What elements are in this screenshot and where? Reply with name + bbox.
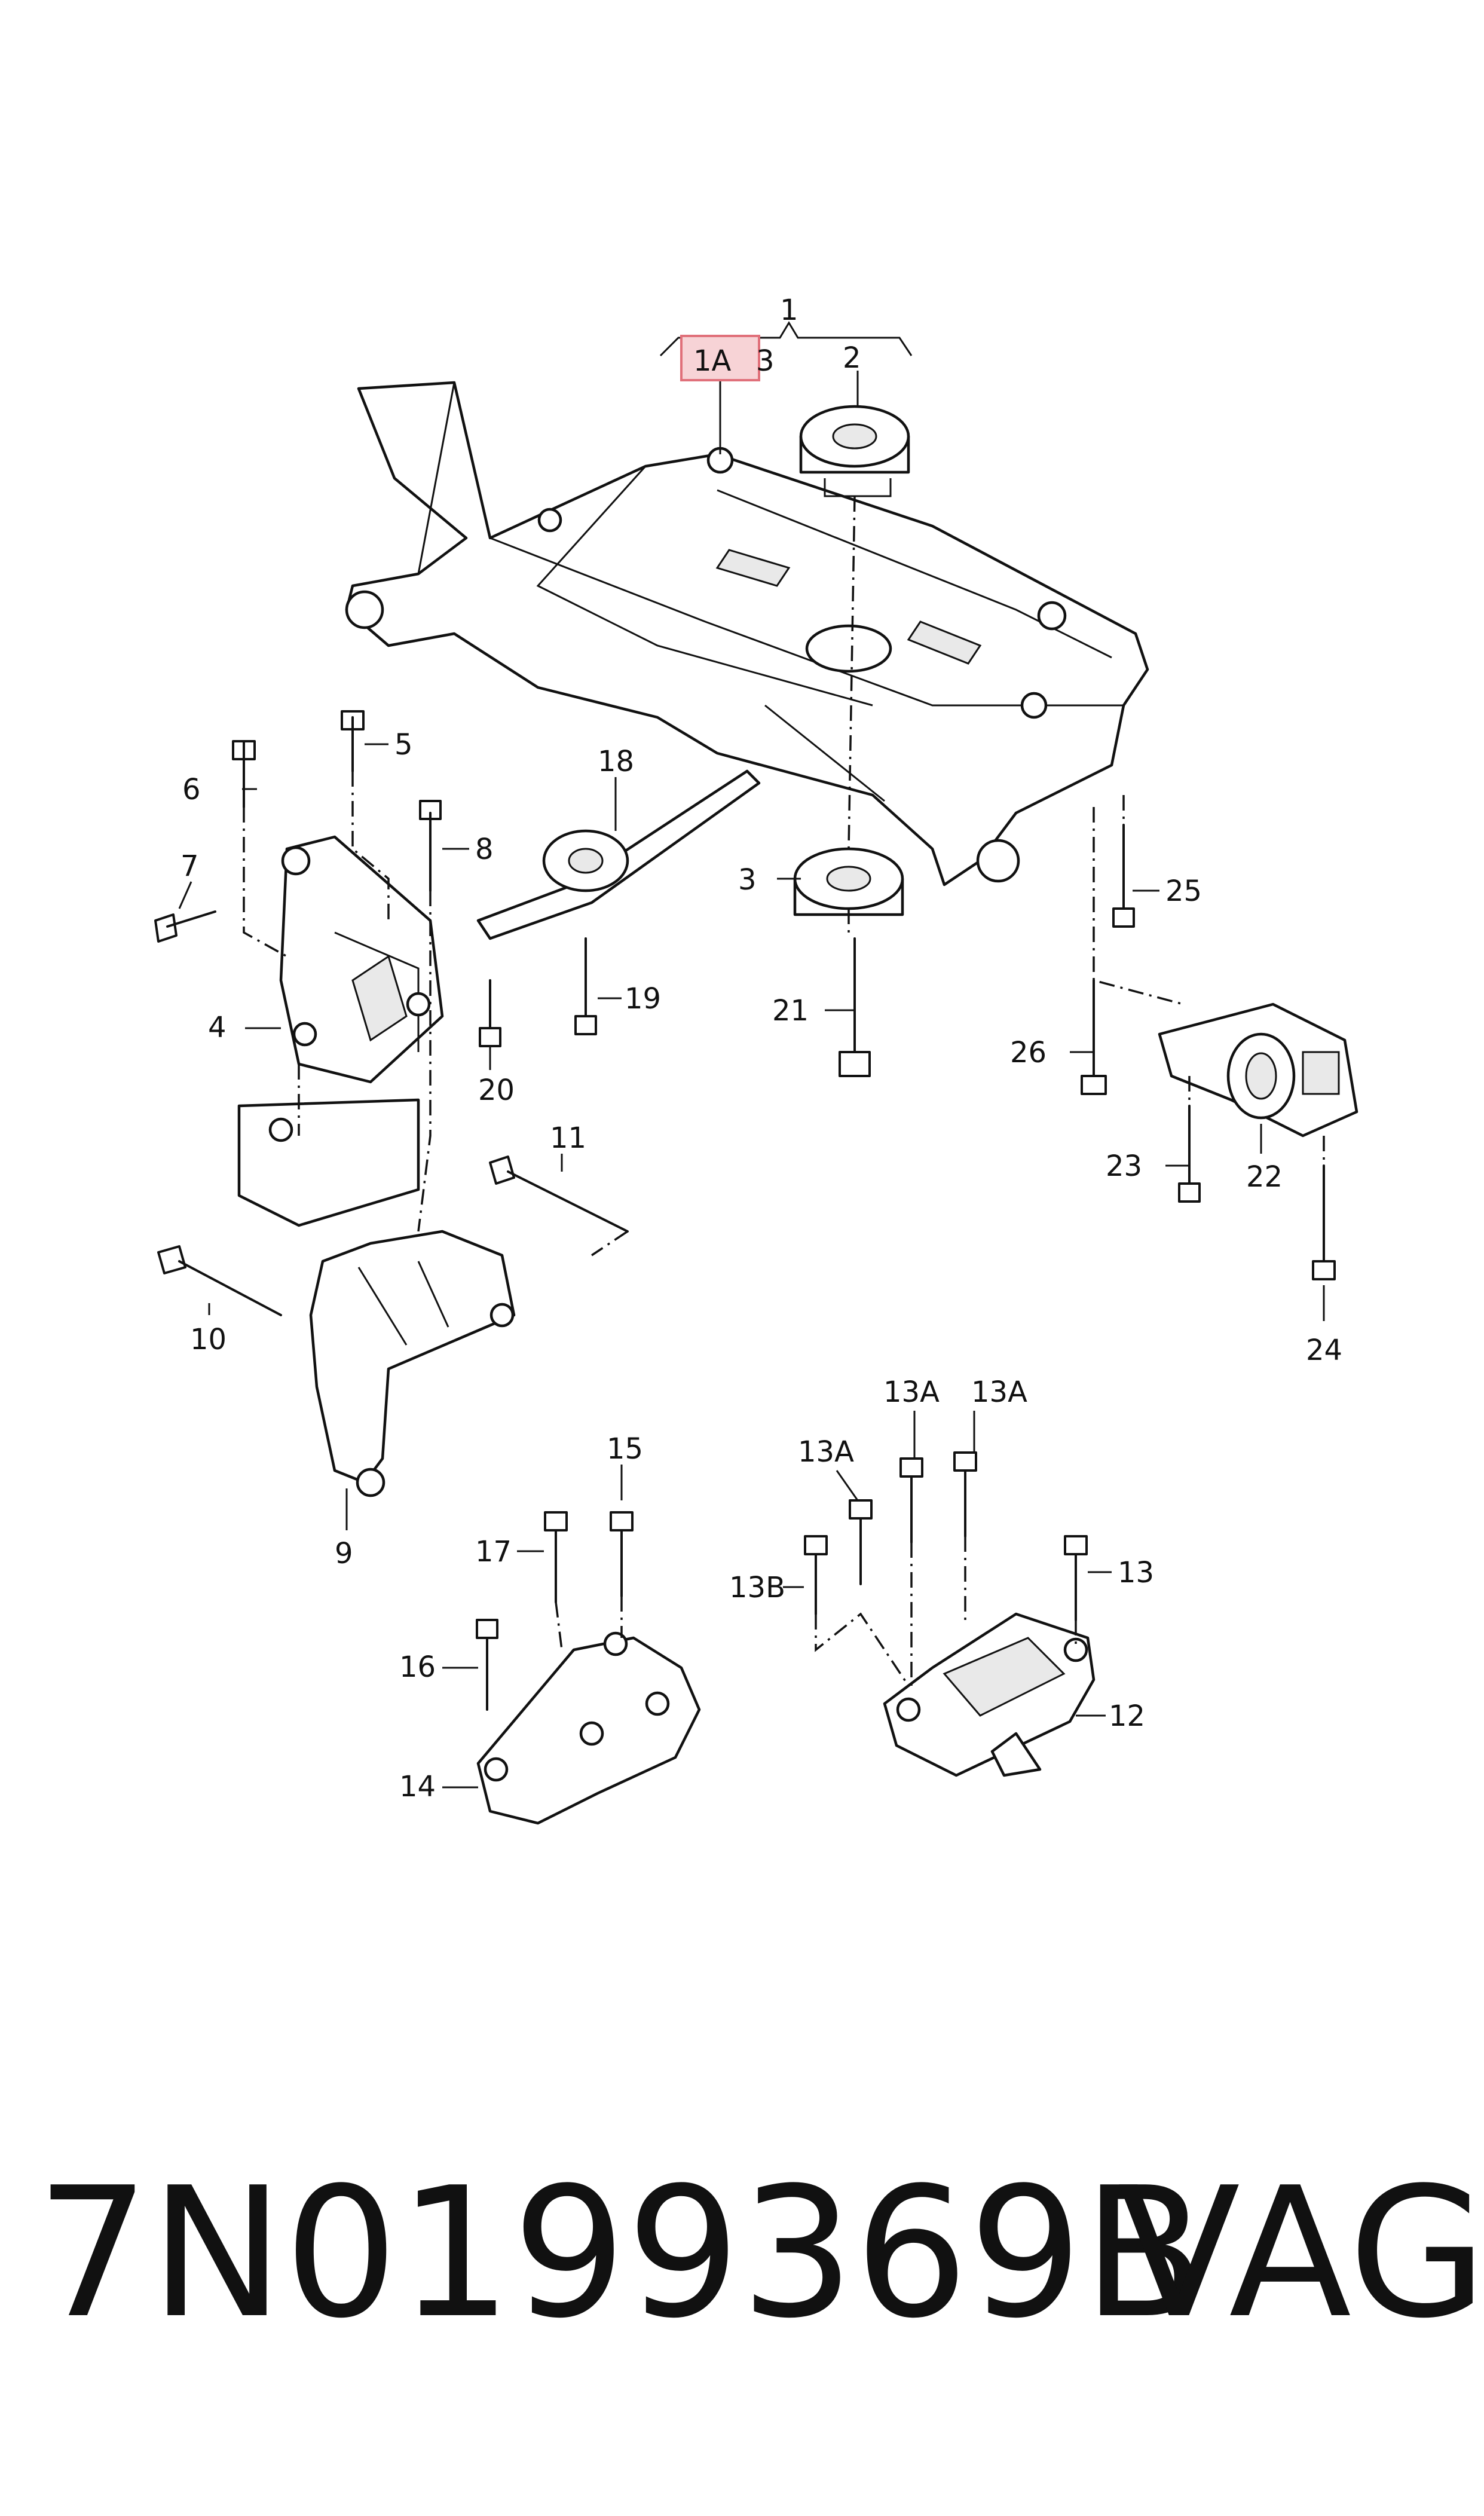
callout-19: 19 <box>625 982 661 1016</box>
callout-6: 6 <box>182 773 201 806</box>
callout-14: 14 <box>399 1770 436 1803</box>
callout-3-top: 3 <box>756 344 775 378</box>
callout-13: 13 <box>1118 1556 1154 1589</box>
callout-5: 5 <box>394 728 413 762</box>
bushing-3 <box>793 847 904 916</box>
callout-12: 12 <box>1109 1699 1145 1733</box>
bolt-13A-c <box>849 1499 873 1585</box>
bolt-13A-a <box>899 1457 923 1543</box>
callout-labels: 1 1A 2 3 3 4 5 6 7 8 9 10 11 12 13 13A 1… <box>180 294 1342 1803</box>
callout-10: 10 <box>190 1323 227 1356</box>
callout-15: 15 <box>607 1432 643 1466</box>
callout-26: 26 <box>1010 1036 1047 1069</box>
bolt-10 <box>157 1245 282 1316</box>
subframe <box>345 381 1149 886</box>
callout-17: 17 <box>475 1535 512 1569</box>
callout-23: 23 <box>1106 1150 1142 1183</box>
callout-7: 7 <box>180 849 199 883</box>
bolt-15 <box>610 1511 634 1597</box>
gearbox-mount-12 <box>883 1612 1096 1777</box>
torque-rod-18 <box>476 769 761 940</box>
bolt-21 <box>839 937 871 1077</box>
gearbox-mount-14 <box>476 1631 701 1825</box>
callout-highlight-box <box>680 335 760 381</box>
bolts <box>154 710 1336 1711</box>
callout-13A-a: 13A <box>883 1375 940 1409</box>
callout-4: 4 <box>208 1011 227 1044</box>
callout-16: 16 <box>399 1650 436 1684</box>
bolt-11 <box>489 1155 629 1233</box>
bolt-26 <box>1081 979 1107 1095</box>
bolt-20 <box>479 979 501 1047</box>
callout-18: 18 <box>598 745 634 778</box>
callout-1: 1 <box>780 294 798 327</box>
callout-13A-c: 13A <box>798 1435 854 1469</box>
callout-20: 20 <box>478 1074 515 1107</box>
bolt-17 <box>544 1511 568 1603</box>
callout-13A-b: 13A <box>971 1375 1027 1409</box>
bolt-25 <box>1112 824 1135 928</box>
part-number: 7N0199369B <box>36 2149 1206 2358</box>
bolt-23 <box>1178 1105 1201 1203</box>
callout-21: 21 <box>772 994 809 1028</box>
bolt-19 <box>574 937 597 1035</box>
bolt-6 <box>232 740 256 808</box>
callout-3: 3 <box>738 863 757 897</box>
callout-8: 8 <box>475 833 494 866</box>
bolt-24 <box>1312 1164 1336 1280</box>
engine-block <box>237 1098 420 1227</box>
callout-11: 11 <box>550 1121 586 1155</box>
engine-mount-4 <box>279 835 444 1084</box>
callout-13B: 13B <box>729 1571 785 1604</box>
callout-1A: 1A <box>693 344 732 378</box>
bolt-13B <box>804 1535 828 1615</box>
assembly-lines <box>243 496 1325 1686</box>
bolt-13 <box>1064 1535 1088 1621</box>
callout-24: 24 <box>1306 1334 1342 1367</box>
callout-9: 9 <box>335 1537 353 1570</box>
callout-22: 22 <box>1246 1160 1283 1194</box>
callout-25: 25 <box>1165 875 1202 908</box>
bushing-2 <box>799 405 910 497</box>
leader-lines <box>178 321 1325 1789</box>
bolt-13A-b <box>953 1451 977 1537</box>
bushing-bracket-22 <box>1158 1002 1358 1138</box>
bolt-16 <box>476 1619 498 1711</box>
bolt-8 <box>419 800 442 892</box>
bolt-5 <box>341 710 365 772</box>
bolt-7 <box>154 910 216 943</box>
brand-name: VAG <box>1118 2149 1484 2358</box>
callout-2: 2 <box>843 341 861 375</box>
bracket-9 <box>309 1230 516 1497</box>
